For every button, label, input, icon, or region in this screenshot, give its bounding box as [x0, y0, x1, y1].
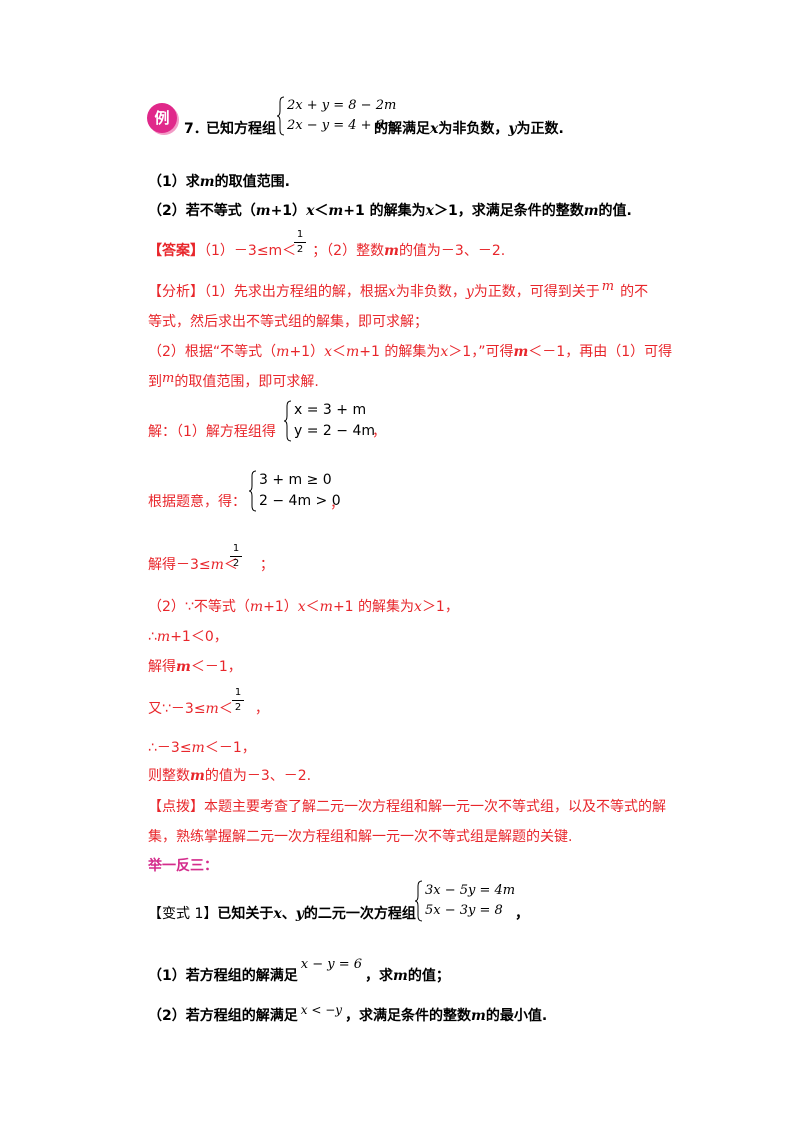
analysis-line-2: 等式，然后求出不等式组的解集，即可求解； — [148, 314, 428, 330]
system-row-1: x = 3 + m — [294, 402, 367, 418]
solution-step-3: 解得－3≤m＜； — [148, 557, 274, 573]
analysis-line-3: （2）根据“不等式（m+1）x＜m+1 的解集为x＞1，”可得m＜－1，再由（1… — [148, 344, 673, 360]
solution-step-2: 根据题意，得： — [148, 494, 246, 510]
example-tail: 的解满足x为非负数，y为正数. — [374, 121, 564, 137]
system-row-1: 2x + y = 8 − 2m — [287, 98, 397, 113]
solution-system-1-tail: ， — [372, 424, 386, 440]
variant-tail: ， — [515, 906, 529, 922]
solution-step-6: 解得m＜－1， — [148, 659, 242, 675]
solution-step-4: （2）∵不等式（m+1）x＜m+1 的解集为x＞1， — [148, 599, 459, 615]
example-number: 7． — [184, 121, 208, 137]
system-row-1: 3 + m ≥ 0 — [259, 472, 332, 488]
question-1: （1）求m的取值范围. — [148, 174, 290, 190]
example-badge-icon: 例 — [147, 103, 177, 133]
variant-question-1: （1）若方程组的解满足x − y = 6，求m的值； — [148, 957, 450, 984]
brace-icon — [249, 470, 257, 512]
answer-line: 【答案】（1）－3≤m＜；（2）整数m的值为－3、－2. — [148, 243, 506, 259]
solution-step-5: ∴m+1＜0， — [148, 629, 228, 645]
variant-equation-system: 3x − 5y = 4m 5x − 3y = 8 — [415, 880, 525, 924]
brace-icon — [415, 880, 423, 922]
system-row-2: 2x − y = 4 + 6m — [287, 118, 397, 133]
system-row-2: y = 2 − 4m — [294, 423, 375, 439]
question-2: （2）若不等式（m+1）x＜m+1 的解集为x＞1，求满足条件的整数m的值. — [148, 203, 632, 219]
solution-step-7: 又∵－3≤m＜， — [148, 701, 269, 717]
brace-icon — [277, 96, 285, 136]
solution-system-1: x = 3 + m y = 2 − 4m — [284, 400, 394, 444]
comment-line-1: 【点拨】本题主要考查了解二元一次方程组和解一元一次不等式组，以及不等式的解 — [148, 799, 666, 815]
brace-icon — [284, 400, 292, 442]
example-lead: 已知方程组 — [206, 121, 276, 137]
variant-line: 【变式 1】已知关于x、y的二元一次方程组 — [148, 906, 416, 922]
solution-step-1: 解：（1）解方程组得 — [148, 424, 276, 440]
solution-system-2-tail: ， — [330, 496, 344, 512]
solution-step-9: 则整数m的值为－3、－2. — [148, 768, 312, 784]
system-row-2: 5x − 3y = 8 — [425, 903, 503, 918]
example-equation-system: 2x + y = 8 − 2m 2x − y = 4 + 6m — [277, 96, 396, 136]
system-row-1: 3x − 5y = 4m — [425, 883, 516, 898]
section-heading: 举一反三： — [148, 858, 218, 874]
system-row-2: 2 − 4m > 0 — [259, 493, 341, 509]
solution-system-2: 3 + m ≥ 0 2 − 4m > 0 — [249, 470, 359, 514]
solution-step-8: ∴－3≤m＜－1， — [148, 740, 256, 756]
analysis-line-4: 到m的取值范围，即可求解. — [148, 371, 319, 390]
comment-line-2: 集，熟练掌握解二元一次方程组和解一元一次不等式组是解题的关键. — [148, 829, 573, 845]
